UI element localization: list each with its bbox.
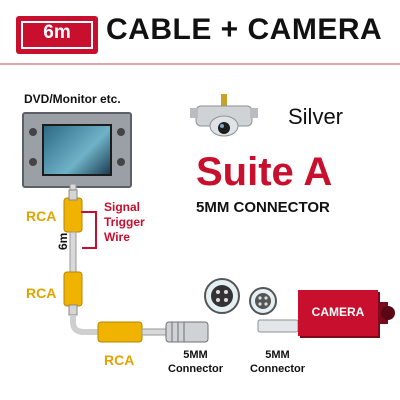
signal-label-line2: Trigger bbox=[104, 215, 145, 229]
connector-left-line1: 5MM bbox=[183, 349, 208, 361]
camera-box-label: CAMERA bbox=[311, 305, 365, 319]
page-title: CABLE + CAMERA bbox=[106, 13, 383, 46]
rca-plug-top-tip-icon bbox=[68, 189, 78, 201]
connector-5mm-left-icon bbox=[165, 321, 209, 343]
silver-camera-image bbox=[190, 94, 258, 137]
rca-plug-bottom-icon bbox=[97, 321, 143, 343]
monitor-image bbox=[22, 112, 132, 188]
length-badge-frame: 6m bbox=[21, 21, 93, 49]
length-badge: 6m bbox=[16, 16, 98, 54]
monitor-knob-left-icon bbox=[29, 158, 37, 166]
rca-plug-middle-tip-icon bbox=[68, 304, 78, 316]
monitor-label: DVD/Monitor etc. bbox=[24, 92, 121, 106]
cable-segment bbox=[70, 315, 100, 335]
signal-label-line3: Wire bbox=[104, 230, 130, 244]
rca-plug-middle-icon bbox=[63, 271, 83, 307]
rca-label-bottom: RCA bbox=[104, 352, 135, 368]
monitor-knob-left-icon bbox=[29, 128, 37, 136]
rca-label-middle: RCA bbox=[26, 285, 57, 301]
connector-right-line2: Connector bbox=[250, 363, 305, 375]
camera-color-label: Silver bbox=[288, 104, 344, 129]
connector-5mm-right-icon bbox=[257, 319, 299, 333]
connector-right-label: 5MM Connector bbox=[250, 348, 305, 376]
connector-left-line2: Connector bbox=[168, 363, 223, 375]
monitor-knob-right-icon bbox=[117, 128, 125, 136]
header-divider bbox=[0, 63, 400, 65]
suite-connector-label: 5MM CONNECTOR bbox=[196, 199, 330, 216]
rca-plug-top-icon bbox=[63, 197, 83, 233]
suite-title: Suite A bbox=[196, 150, 333, 194]
rca-label-top: RCA bbox=[26, 208, 57, 224]
cable-segment bbox=[69, 231, 77, 277]
length-badge-text: 6m bbox=[43, 22, 71, 43]
signal-trigger-wire bbox=[81, 211, 97, 249]
monitor-knob-right-icon bbox=[117, 158, 125, 166]
signal-label-line1: Signal bbox=[104, 200, 141, 214]
connector-right-line1: 5MM bbox=[265, 349, 290, 361]
signal-trigger-wire-label: Signal Trigger Wire bbox=[104, 200, 145, 245]
connector-left-label: 5MM Connector bbox=[168, 348, 223, 376]
cable-segment bbox=[141, 328, 169, 336]
monitor-screen bbox=[42, 124, 112, 176]
camera-box: CAMERA bbox=[298, 290, 378, 336]
cable-length-label: 6m bbox=[56, 232, 70, 250]
